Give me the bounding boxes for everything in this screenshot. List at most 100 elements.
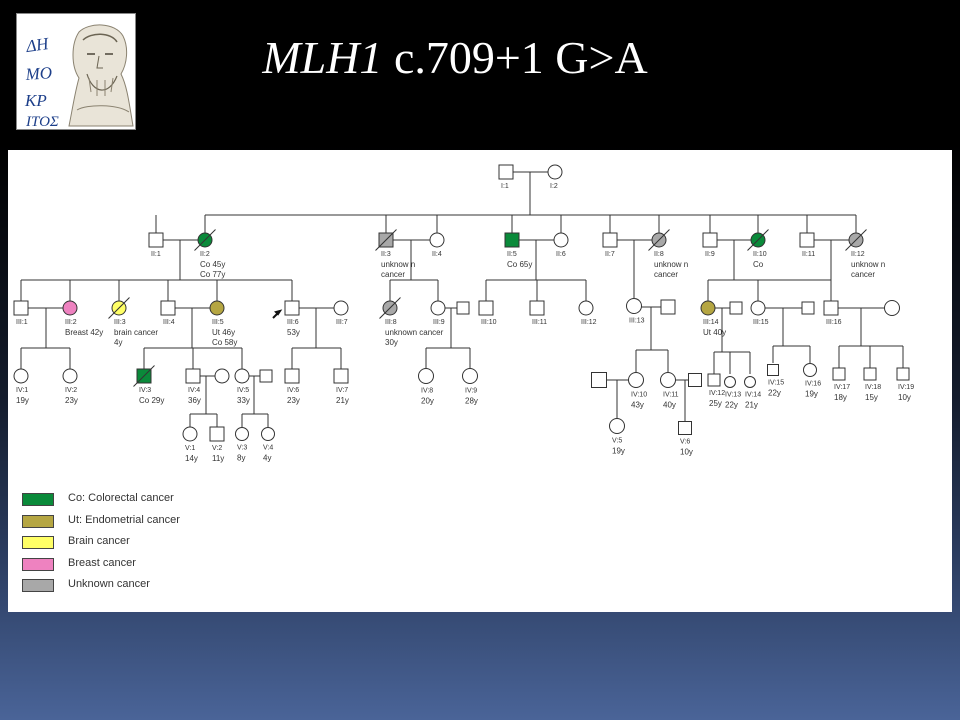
individual-id-label: IV:19	[898, 384, 914, 391]
spouse-7	[884, 300, 900, 316]
female-circle-icon	[553, 232, 569, 248]
male-square-icon	[160, 300, 176, 316]
female-circle-icon	[660, 372, 676, 388]
deceased-slash-icon	[747, 229, 769, 251]
male-square-icon	[209, 426, 225, 442]
spouse-4	[660, 299, 676, 315]
individual-id-label: IV:10	[631, 392, 647, 399]
individual-id-label: II:1	[151, 251, 161, 258]
connector-lines	[20, 171, 904, 427]
individual-id-label: II:10	[753, 251, 767, 258]
individual-note: Co 65y	[507, 260, 532, 269]
individual-note: 10y	[898, 393, 911, 402]
deceased-slash-icon	[648, 229, 670, 251]
individual-id-label: III:12	[581, 319, 597, 326]
individual-id-label: IV:14	[745, 392, 761, 399]
individual-note: 23y	[65, 396, 78, 405]
individual-note: 4y	[263, 454, 271, 463]
individual-note: cancer	[381, 270, 405, 279]
individual-note: 4y	[114, 338, 122, 347]
individual-id-label: IV:7	[336, 387, 348, 394]
male-square-icon	[767, 364, 779, 376]
individual-note: 43y	[631, 401, 644, 410]
individual-i-1: I:1	[498, 164, 514, 190]
female-circle-icon	[62, 300, 78, 316]
individual-note: Breast 42y	[65, 328, 103, 337]
deceased-slash-icon	[379, 297, 401, 319]
deceased-slash-icon	[845, 229, 867, 251]
individual-note: cancer	[851, 270, 875, 279]
female-circle-icon	[547, 164, 563, 180]
individual-id-label: V:3	[237, 445, 247, 452]
spouse-2	[259, 369, 273, 383]
male-square-icon	[688, 373, 702, 387]
individual-id-label: IV:13	[725, 392, 741, 399]
individual-id-label: IV:9	[465, 388, 477, 395]
female-circle-icon	[724, 376, 736, 388]
individual-id-label: IV:2	[65, 387, 77, 394]
individual-id-label: III:6	[287, 319, 299, 326]
spouse-3	[456, 301, 470, 315]
individual-note: 19y	[16, 396, 29, 405]
individual-note: Co	[753, 260, 764, 269]
male-square-icon	[185, 368, 201, 384]
legend-swatch	[22, 514, 54, 528]
individual-note: Co 77y	[200, 270, 225, 279]
individual-iii-12: III:12	[578, 300, 597, 326]
individual-note: 10y	[680, 448, 693, 457]
male-square-icon	[729, 301, 743, 315]
individual-iii-16: III:16	[823, 300, 842, 326]
female-circle-icon	[261, 427, 275, 441]
individual-note: Co 45y	[200, 260, 225, 269]
female-circle-icon	[744, 376, 756, 388]
individual-id-label: II:5	[507, 251, 517, 258]
female-circle-icon	[578, 300, 594, 316]
male-square-icon	[284, 300, 300, 316]
female-circle-icon	[430, 300, 446, 316]
female-circle-icon	[235, 427, 249, 441]
individual-note: unknow n	[381, 260, 415, 269]
male-square-icon	[801, 301, 815, 315]
female-circle-icon	[462, 368, 478, 384]
individual-id-label: II:4	[432, 251, 442, 258]
individual-id-label: IV:8	[421, 388, 433, 395]
female-circle-icon	[214, 368, 230, 384]
individual-note: 19y	[805, 390, 818, 399]
logo-letters-4: ΙΤΟΣ	[25, 114, 59, 129]
individual-id-label: V:5	[612, 438, 622, 445]
individual-note: 25y	[709, 399, 722, 408]
female-circle-icon	[418, 368, 434, 384]
individual-note: 30y	[385, 338, 398, 347]
individual-note: 19y	[612, 447, 625, 456]
individual-id-label: V:4	[263, 445, 273, 452]
logo-letters-2: ΜΟ	[24, 63, 53, 84]
male-square-icon	[333, 368, 349, 384]
individual-id-label: III:3	[114, 319, 126, 326]
individual-id-label: IV:4	[188, 387, 200, 394]
individual-note: 15y	[865, 393, 878, 402]
individual-note: 22y	[768, 389, 781, 398]
individual-id-label: IV:5	[237, 387, 249, 394]
spouse-8	[591, 372, 607, 388]
female-circle-icon	[182, 426, 198, 442]
male-square-icon	[504, 232, 520, 248]
individual-v-4: V:44y	[261, 427, 275, 463]
male-square-icon	[832, 367, 846, 381]
individual-id-label: IV:6	[287, 387, 299, 394]
female-circle-icon	[62, 368, 78, 384]
male-square-icon	[707, 373, 721, 387]
